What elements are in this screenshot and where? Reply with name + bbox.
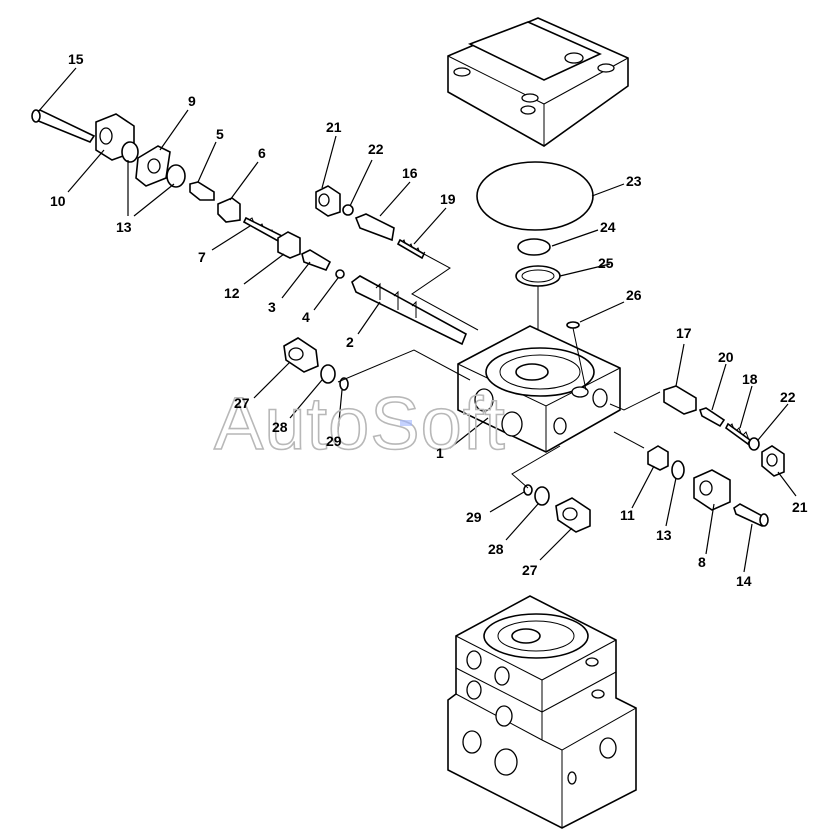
o-ring-28-left <box>320 364 336 384</box>
callout-5: 5 <box>216 126 224 142</box>
watermark-text: AutoSoft <box>214 382 506 465</box>
callout-28-lower: 28 <box>488 541 504 557</box>
o-ring-left-1 <box>121 141 139 163</box>
callout-12: 12 <box>224 285 240 301</box>
ring-29-left <box>339 377 349 391</box>
callout-16: 16 <box>402 165 418 181</box>
callout-17: 17 <box>676 325 692 341</box>
plug-3 <box>301 249 332 271</box>
ring-22-top <box>342 204 354 216</box>
ring-22-right <box>748 437 760 451</box>
assembled-valve-block <box>447 595 637 829</box>
retainer-6 <box>217 197 241 223</box>
callout-3: 3 <box>268 299 276 315</box>
callout-labels: 15 9 5 6 10 13 7 12 3 4 2 21 22 16 19 23… <box>50 51 808 589</box>
poppet-16 <box>354 213 395 242</box>
ring-4 <box>335 269 345 279</box>
seal-ring <box>515 265 561 287</box>
callout-29-lower: 29 <box>466 509 482 525</box>
leader-lines <box>37 67 797 573</box>
callout-19: 19 <box>440 191 456 207</box>
spring-7 <box>242 216 283 244</box>
callout-14: 14 <box>736 573 752 589</box>
bolt-14 <box>733 503 769 528</box>
callout-11: 11 <box>620 507 635 523</box>
callout-23: 23 <box>626 173 642 189</box>
callout-25: 25 <box>598 255 614 271</box>
assembly-guide-lines <box>337 253 661 489</box>
cap-21-top <box>315 185 341 217</box>
o-ring-13-right <box>671 460 685 480</box>
spring-19 <box>396 238 426 260</box>
callout-10: 10 <box>50 193 66 209</box>
o-ring-left-2 <box>166 164 186 188</box>
callout-1: 1 <box>436 445 444 461</box>
spool-2 <box>351 275 468 346</box>
flange-plate <box>135 145 171 187</box>
callout-21-top: 21 <box>326 119 342 135</box>
callout-18: 18 <box>742 371 758 387</box>
plug-27-lower <box>555 497 591 533</box>
poppet-17 <box>663 385 697 415</box>
callout-8: 8 <box>698 554 706 570</box>
callout-21-right: 21 <box>792 499 808 515</box>
callout-24: 24 <box>600 219 616 235</box>
callout-4: 4 <box>302 309 310 325</box>
callout-27-lower: 27 <box>522 562 538 578</box>
plug-27-left <box>283 337 319 373</box>
cap-21-right <box>761 445 785 477</box>
callout-6: 6 <box>258 145 266 161</box>
callout-22-right: 22 <box>780 389 796 405</box>
callout-27-left: 27 <box>234 395 250 411</box>
callout-28-left: 28 <box>272 419 288 435</box>
long-bolt <box>31 109 96 143</box>
callout-2: 2 <box>346 334 354 350</box>
callout-15: 15 <box>68 51 84 67</box>
watermark-mark <box>400 420 412 426</box>
callout-7: 7 <box>198 249 206 265</box>
top-cover-plate <box>447 17 629 147</box>
tiny-o-ring <box>566 321 580 329</box>
end-cap-8 <box>693 469 731 511</box>
pin-20 <box>698 407 726 428</box>
callout-13-right: 13 <box>656 527 672 543</box>
large-o-ring <box>476 161 594 231</box>
callout-9: 9 <box>188 93 196 109</box>
plug-11 <box>647 445 669 471</box>
sleeve-12 <box>277 231 301 259</box>
o-ring-28-lower <box>534 486 550 506</box>
callout-22-top: 22 <box>368 141 384 157</box>
callout-26: 26 <box>626 287 642 303</box>
ring-29-lower <box>523 484 533 496</box>
callout-13: 13 <box>116 219 132 235</box>
plunger-5 <box>189 181 215 201</box>
spring-18 <box>724 422 752 446</box>
callout-20: 20 <box>718 349 734 365</box>
small-o-ring <box>517 238 551 256</box>
callout-29-left: 29 <box>326 433 342 449</box>
